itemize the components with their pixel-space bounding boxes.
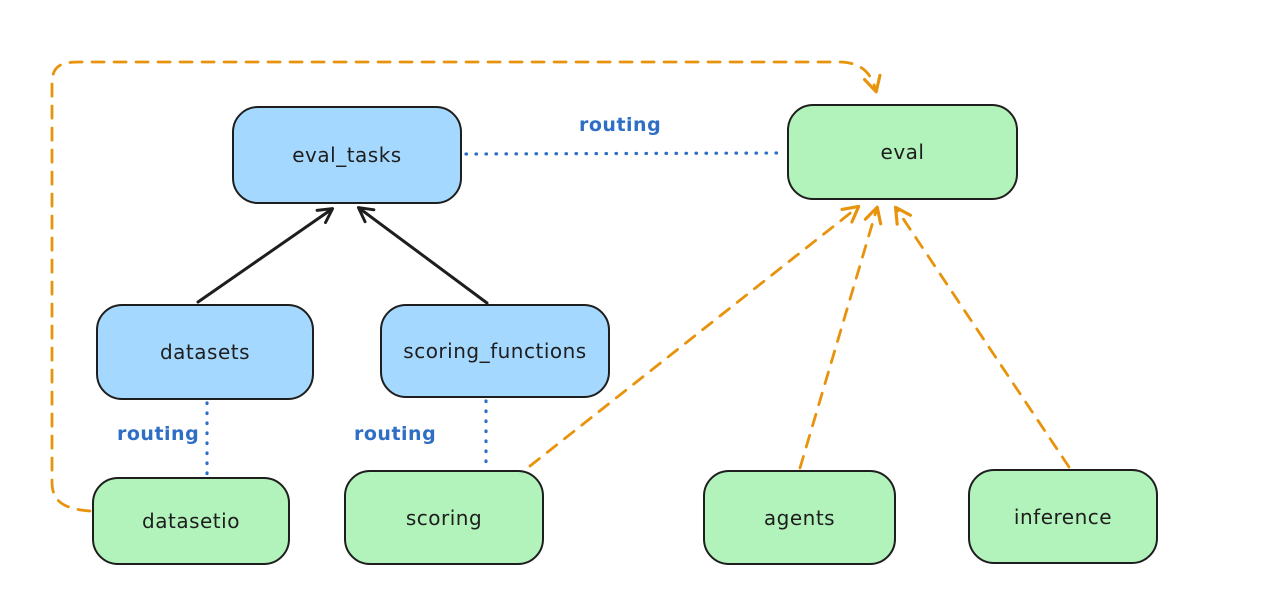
node-scoring: scoring [344, 470, 544, 565]
node-agents-label: agents [763, 505, 836, 530]
node-scoring-functions: scoring_functions [380, 304, 610, 398]
routing-label-datasets-datasetio: routing [117, 423, 200, 445]
edge-eval_tasks-to-eval-routing [464, 151, 786, 156]
node-eval-label: eval [880, 140, 925, 164]
node-datasetio-label: datasetio [142, 509, 240, 533]
node-eval-tasks: eval_tasks [232, 106, 462, 204]
edge-scoring_functions-to-eval_tasks [356, 206, 489, 305]
edge-scoring-to-eval [528, 204, 861, 468]
node-datasets: datasets [96, 304, 314, 400]
node-eval-tasks-label: eval_tasks [292, 143, 402, 167]
node-agents: agents [703, 470, 896, 565]
node-inference-label: inference [1013, 504, 1113, 529]
edge-datasetio-to-eval [50, 60, 882, 513]
routing-label-scoring-functions-scoring: routing [354, 423, 437, 445]
node-scoring-functions-label: scoring_functions [403, 339, 587, 363]
node-inference: inference [968, 469, 1158, 564]
node-datasetio: datasetio [92, 477, 290, 565]
node-scoring-label: scoring [405, 505, 483, 530]
edge-datasets-to-eval_tasks [196, 207, 335, 304]
node-datasets-label: datasets [159, 340, 251, 364]
edge-agents-to-eval [798, 205, 883, 470]
edge-inference-to-eval [893, 205, 1071, 469]
node-eval: eval [787, 104, 1018, 200]
routing-label-eval-tasks-eval: routing [579, 114, 662, 136]
